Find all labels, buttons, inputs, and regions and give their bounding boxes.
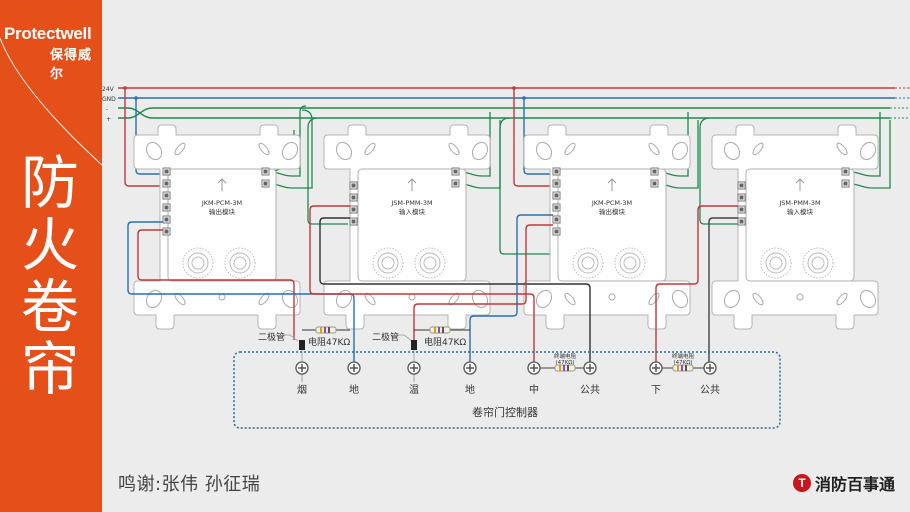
controller-terminals (295, 361, 717, 375)
module-name: 输入模块 (399, 207, 426, 216)
resistor-label-2: 电阻47KΩ (424, 336, 466, 348)
diode-label-1: 二极管 (258, 331, 285, 343)
diode-label-2: 二极管 (372, 331, 399, 343)
terminal-label-down: 下 (651, 385, 661, 396)
diode-1 (282, 334, 305, 382)
page-title: 防火卷帘 (20, 149, 79, 403)
module-3: JKM-PCM-3M 输出模块 (523, 124, 692, 330)
terminal-screw (295, 361, 309, 375)
diode-2 (396, 334, 417, 382)
controller-title: 卷帘门控制器 (472, 405, 538, 419)
terminal-screw (407, 361, 421, 375)
terminal-label-ground-2: 地 (465, 383, 475, 396)
module-1: JKM-PCM-3M 输出模块 (133, 124, 302, 330)
module-2: JSM-PMM-3M 输入模块 (323, 124, 492, 330)
bus-neg-line (118, 107, 890, 119)
module-model: JKM-PCM-3M (201, 199, 242, 207)
bus-pos-line (118, 107, 890, 119)
logo-mark-icon: T (793, 474, 811, 492)
eol-label-2: 终端电阻 (672, 352, 695, 360)
module-name: 输出模块 (599, 207, 626, 216)
module-model: JKM-PCM-3M (591, 199, 632, 207)
module-4: JSM-PMM-3M 输入模块 (711, 124, 880, 330)
module-name: 输出模块 (209, 207, 236, 216)
eol-value-2: (47KΩ) (673, 360, 692, 366)
module-model: JSM-PMM-3M (778, 199, 820, 207)
terminal-screw (347, 361, 361, 375)
brand-name: Protectwell (4, 24, 92, 43)
terminal-label-common-2: 公共 (700, 384, 720, 396)
bus-label-24v: 24V (102, 86, 115, 93)
eol-value-1: (47KΩ) (555, 360, 574, 366)
resistor-label-1: 电阻47KΩ (308, 336, 350, 348)
terminal-screw (703, 361, 717, 375)
logo-text: 消防百事通 (815, 475, 896, 494)
terminal-label-ground-1: 地 (349, 383, 359, 396)
terminal-label-common-1: 公共 (580, 384, 600, 396)
terminal-label-smoke: 烟 (297, 383, 307, 396)
footer-logo: T 消防百事通 (793, 471, 895, 495)
bus-lines (118, 87, 910, 119)
terminal-label-temp: 温 (409, 384, 419, 396)
terminal-label-mid: 中 (529, 383, 539, 396)
terminal-screw (583, 361, 597, 375)
module-model: JSM-PMM-3M (390, 199, 432, 207)
brand-name-cn: 保得威尔 (50, 48, 93, 82)
terminal-screw (527, 361, 541, 375)
bus-label-pos: + (106, 116, 111, 123)
resistor-2 (429, 326, 451, 334)
module-name: 输入模块 (787, 207, 814, 216)
terminal-screw (463, 361, 477, 375)
bus-label-gnd: GND (102, 96, 116, 103)
credits: 鸣谢:张伟 孙征瑞 (118, 474, 261, 495)
resistor-1 (315, 326, 337, 334)
eol-label-1: 终端电阻 (554, 352, 577, 360)
sidebar: Protectwell 保得威尔 防火卷帘 (0, 0, 102, 512)
sidebar-curve-decoration (0, 37, 102, 166)
terminal-screw (649, 361, 663, 375)
bus-label-neg: - (106, 106, 108, 113)
